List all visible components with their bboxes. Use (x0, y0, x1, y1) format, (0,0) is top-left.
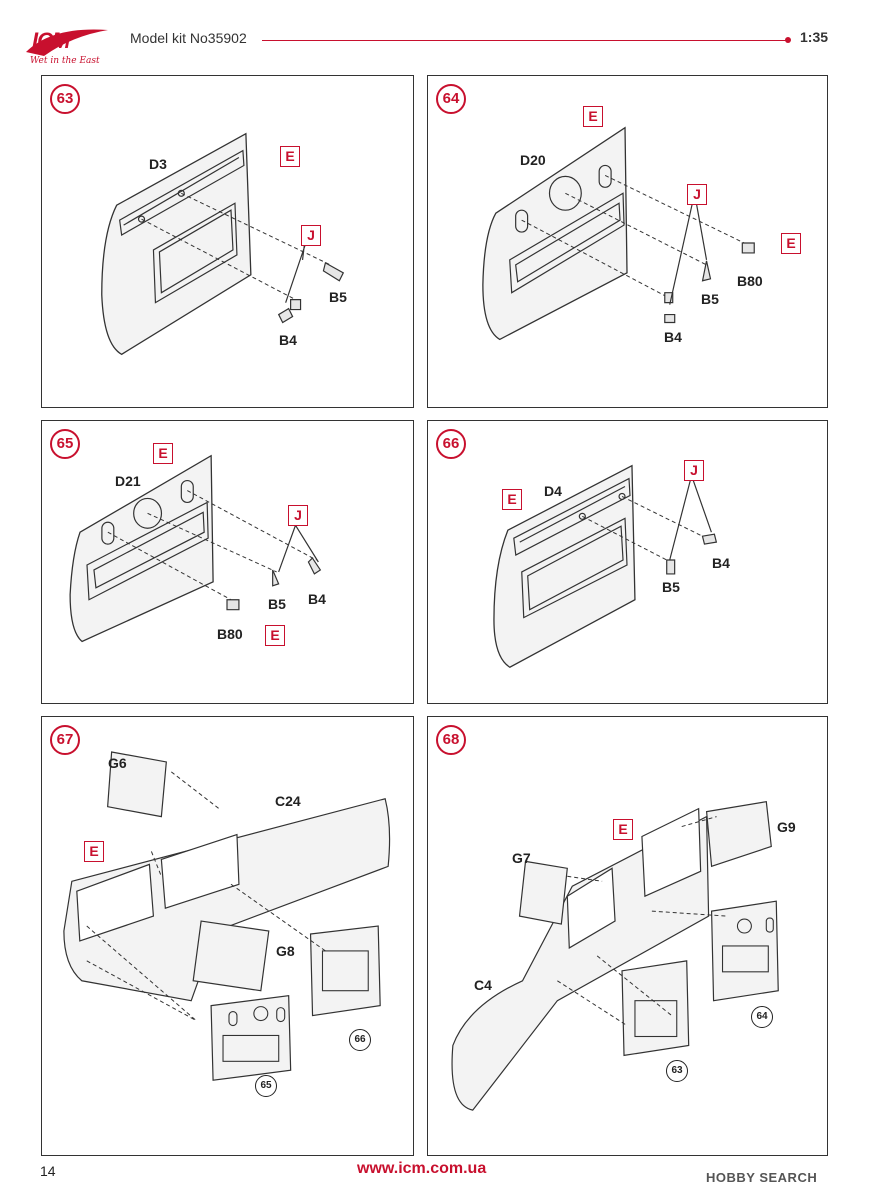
part-label-b5: B5 (329, 289, 347, 305)
door-panel-d4-drawing (493, 464, 718, 668)
paint-code-e: E (280, 146, 300, 167)
part-label-d21: D21 (115, 473, 141, 489)
step-panel-65: 65 E D21 J B5 B4 B80 E (41, 420, 414, 704)
door-panel-d20-drawing (482, 126, 755, 341)
logo-swoosh-icon (26, 29, 108, 56)
step-panel-68: 68 G9 E G7 C4 64 63 (427, 716, 828, 1156)
paint-code-e: E (613, 819, 633, 840)
part-label-b4: B4 (712, 555, 730, 571)
left-wall-c24-assembly-drawing (63, 751, 391, 1081)
ref-step-65: 65 (255, 1075, 277, 1097)
paint-code-e: E (265, 625, 285, 646)
step-panel-64: 64 E D20 J E B80 B5 B4 (427, 75, 828, 408)
paint-code-j: J (288, 505, 308, 526)
part-label-b80: B80 (217, 626, 243, 642)
part-label-b5: B5 (268, 596, 286, 612)
logo-brand-text: ICM (32, 28, 70, 53)
step-panel-63: 63 D3 E J B5 B4 (41, 75, 414, 408)
paint-code-e: E (583, 106, 603, 127)
part-label-d20: D20 (520, 152, 546, 168)
paint-code-e: E (84, 841, 104, 862)
part-label-b5: B5 (701, 291, 719, 307)
header-rule (262, 37, 791, 43)
part-label-d3: D3 (149, 156, 167, 172)
part-label-b5: B5 (662, 579, 680, 595)
step-number-67: 67 (50, 725, 80, 755)
paint-code-j: J (684, 460, 704, 481)
logo-tagline: Wet in the East (30, 56, 100, 66)
paint-code-e: E (781, 233, 801, 254)
right-wall-c4-assembly-drawing (451, 800, 779, 1111)
part-label-b4: B4 (308, 591, 326, 607)
step-number-63: 63 (50, 84, 80, 114)
part-label-b4: B4 (664, 329, 682, 345)
ref-step-64: 64 (751, 1006, 773, 1028)
step-number-65: 65 (50, 429, 80, 459)
part-label-g9: G9 (777, 819, 796, 835)
part-label-c24: C24 (275, 793, 301, 809)
step-panel-66: 66 E D4 J B4 B5 (427, 420, 828, 704)
ref-step-63: 63 (666, 1060, 688, 1082)
website-link[interactable]: www.icm.com.ua (357, 1160, 487, 1177)
ref-step-66: 66 (349, 1029, 371, 1051)
part-label-g8: G8 (276, 943, 295, 959)
door-panel-d3-drawing (101, 132, 345, 356)
page-number: 14 (40, 1163, 56, 1179)
step-number-66: 66 (436, 429, 466, 459)
paint-code-e: E (502, 489, 522, 510)
step-number-64: 64 (436, 84, 466, 114)
scale-label: 1:35 (800, 29, 829, 45)
paint-code-j: J (301, 225, 321, 246)
part-label-c4: C4 (474, 977, 492, 993)
part-label-g7: G7 (512, 850, 531, 866)
watermark: HOBBY SEARCH (706, 1170, 818, 1185)
kit-title: Model kit No35902 (130, 30, 247, 46)
part-label-d4: D4 (544, 483, 562, 499)
part-label-b80: B80 (737, 273, 763, 289)
step-panel-67: 67 G6 C24 E G8 66 65 (41, 716, 414, 1156)
icm-logo: ICM Wet in the East (22, 22, 112, 72)
paint-code-e: E (153, 443, 173, 464)
step-number-68: 68 (436, 725, 466, 755)
part-label-b4: B4 (279, 332, 297, 348)
door-panel-d21-drawing (69, 454, 322, 643)
part-label-g6: G6 (108, 755, 127, 771)
paint-code-j: J (687, 184, 707, 205)
